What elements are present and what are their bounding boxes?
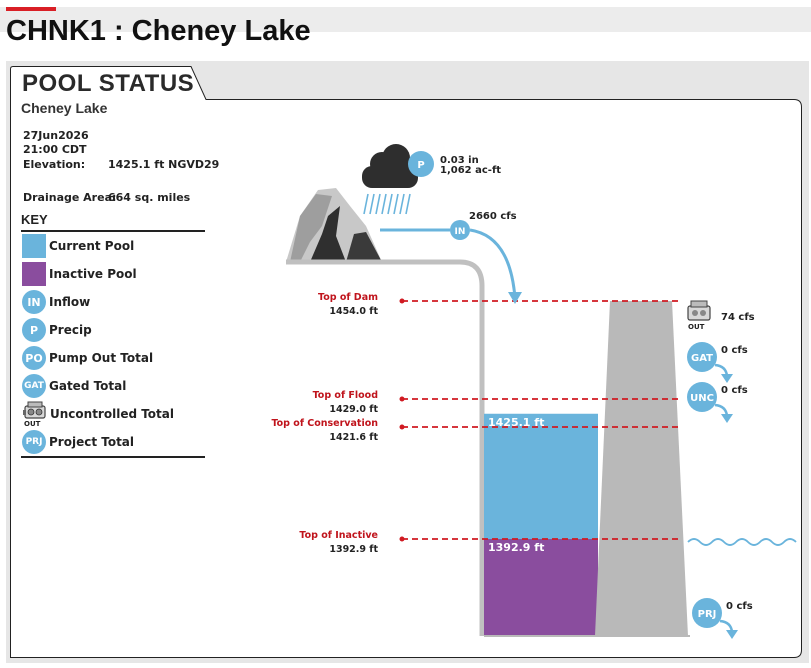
inactive-pool-swatch xyxy=(22,262,46,286)
precip-icon: P xyxy=(22,318,46,342)
key-item-current-pool: Current Pool xyxy=(22,233,134,259)
gated-arrowhead xyxy=(721,374,733,383)
level-value: 1454.0 ft xyxy=(329,306,378,317)
pool-status-panel: POOL STATUS Cheney Lake 27Jun2026 21:00 … xyxy=(10,66,802,658)
level-name: Top of Conservation xyxy=(271,418,378,429)
key-item-project: PRJ Project Total xyxy=(22,429,134,455)
key-label: Uncontrolled Total xyxy=(50,407,175,421)
uncontrolled-abbr: UNC xyxy=(690,393,714,404)
project-icon: PRJ xyxy=(22,430,46,454)
inflow-value: 2660 cfs xyxy=(469,211,517,222)
key-label: Inflow xyxy=(49,295,91,309)
inflow-icon: IN xyxy=(22,290,46,314)
precip-abbr: P xyxy=(417,160,424,171)
mountain-icon xyxy=(286,188,382,262)
date: 27Jun2026 xyxy=(23,129,89,142)
drainage-value: 664 sq. miles xyxy=(108,191,191,204)
key-bottom-rule xyxy=(21,456,205,458)
gated-value: 0 cfs xyxy=(721,345,748,356)
precip-volume: 1,062 ac-ft xyxy=(440,165,501,176)
cloud-icon xyxy=(362,144,418,215)
level-name: Top of Inactive xyxy=(299,530,378,541)
inflow-arrowhead xyxy=(508,292,522,304)
elevation-label: Elevation: xyxy=(23,158,86,171)
uncontrolled-arrowhead xyxy=(721,414,733,423)
tailwater-wave xyxy=(687,538,797,546)
accent-line xyxy=(6,7,56,11)
key-item-uncontrolled: OUT Uncontrolled Total xyxy=(22,401,175,428)
key-item-gated: GAT Gated Total xyxy=(22,373,126,399)
inflow-icon xyxy=(450,220,470,240)
level-value: 1421.6 ft xyxy=(329,432,378,443)
title-bar xyxy=(0,7,811,32)
uncontrolled-value: 0 cfs xyxy=(721,385,748,396)
current-pool-swatch xyxy=(22,234,46,258)
gated-icon: GAT xyxy=(22,374,46,398)
precip-depth: 0.03 in xyxy=(440,155,479,166)
key-label: Inactive Pool xyxy=(49,267,137,281)
pump-icon-text: OUT xyxy=(24,420,41,428)
pool-status-header: POOL STATUS xyxy=(22,70,195,97)
project-value: 0 cfs xyxy=(726,601,753,612)
level-value: 1429.0 ft xyxy=(329,404,378,415)
level-value: 1392.9 ft xyxy=(329,544,378,555)
reservoir-bank xyxy=(286,259,485,636)
inactive-pool-label: 1392.9 ft xyxy=(488,541,544,554)
level-name: Top of Dam xyxy=(318,292,378,303)
time: 21:00 CDT xyxy=(23,143,87,156)
key-item-pump-out: PO Pump Out Total xyxy=(22,345,153,371)
pump-icon: OUT xyxy=(687,300,711,331)
key-label: Pump Out Total xyxy=(49,351,154,365)
elevation-value: 1425.1 ft NGVD29 xyxy=(108,158,220,171)
current-pool xyxy=(484,413,598,539)
inflow-arrow xyxy=(469,228,517,299)
key-label: Project Total xyxy=(49,435,135,449)
level-lines: Top of Dam 1454.0 ft Top of Flood 1429.0 ft… xyxy=(271,292,678,555)
pool-diagram: Top of Dam 1454.0 ft Top of Flood 1429.0 ft… xyxy=(271,144,797,639)
pump-abbr: OUT xyxy=(688,323,705,331)
drainage-label: Drainage Area: xyxy=(23,191,117,204)
current-pool-label: 1425.1 ft xyxy=(488,416,544,429)
dam xyxy=(595,301,688,636)
project-arrowhead xyxy=(726,630,738,639)
key-title: KEY xyxy=(21,212,48,227)
gated-icon xyxy=(687,342,717,372)
inactive-pool xyxy=(484,539,598,636)
project-abbr: PRJ xyxy=(698,609,717,620)
pump-out-icon: PO xyxy=(22,346,46,370)
level-marker xyxy=(399,396,405,402)
level-marker xyxy=(399,536,405,542)
pump-icon: OUT xyxy=(23,401,46,428)
key-item-precip: P Precip xyxy=(22,317,92,343)
pump-out-value: 74 cfs xyxy=(721,312,755,323)
lake-name: Cheney Lake xyxy=(21,100,108,116)
inflow-abbr: IN xyxy=(455,227,466,237)
key-label: Current Pool xyxy=(49,239,135,253)
level-marker xyxy=(399,424,405,430)
key-item-inflow: IN Inflow xyxy=(22,289,90,315)
key-label: Gated Total xyxy=(49,379,127,393)
gated-abbr: GAT xyxy=(691,353,713,364)
level-marker xyxy=(399,298,405,304)
level-name: Top of Flood xyxy=(313,390,378,401)
uncontrolled-icon xyxy=(687,382,717,412)
key-item-inactive-pool: Inactive Pool xyxy=(22,261,137,287)
project-icon xyxy=(692,598,722,628)
key-top-rule xyxy=(21,230,205,232)
page-title: CHNK1 : Cheney Lake xyxy=(6,15,311,47)
key-label: Precip xyxy=(49,323,92,337)
precip-icon xyxy=(408,151,434,177)
